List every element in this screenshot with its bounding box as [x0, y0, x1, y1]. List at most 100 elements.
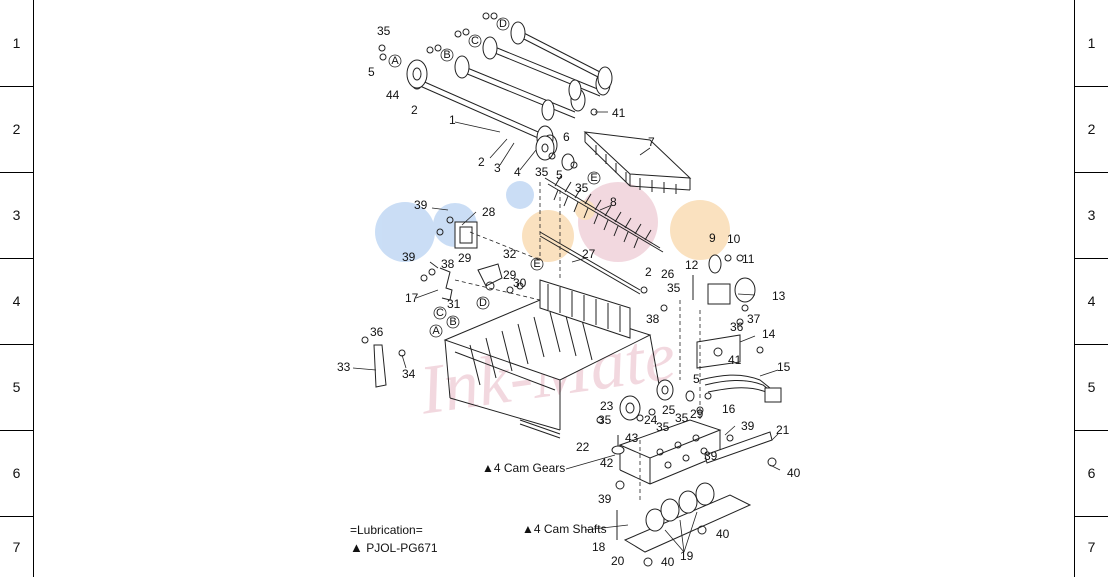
- part-label: 29: [690, 407, 704, 421]
- shaft-a: [410, 68, 558, 156]
- pulley-4: [535, 135, 555, 161]
- part-label: 36: [730, 320, 744, 334]
- part-label: 19: [680, 549, 694, 563]
- lubrication-title: =Lubrication=: [350, 523, 423, 537]
- part-label: 7: [648, 135, 655, 149]
- part-label: 40: [787, 466, 801, 480]
- part-label: 36: [370, 325, 384, 339]
- part-label: 25: [662, 403, 676, 417]
- part-label: 16: [722, 402, 736, 416]
- part-label: 23: [600, 399, 614, 413]
- triangle-icon: ▲: [350, 540, 363, 555]
- alignment-lines: [454, 182, 701, 500]
- row-number: 2: [1075, 86, 1108, 173]
- row-number: 4: [0, 258, 33, 345]
- bracket-14: [696, 334, 741, 369]
- row-number: 3: [1075, 172, 1108, 259]
- part-label: 10: [727, 232, 741, 246]
- part-label: 15: [777, 360, 791, 374]
- part-label: 32: [503, 247, 517, 261]
- gear-5: [685, 390, 695, 402]
- row-number: 5: [0, 344, 33, 431]
- part-label: 2: [411, 103, 418, 117]
- circle-letter: D: [499, 18, 507, 30]
- arm-33: [373, 344, 406, 388]
- part-label: 42: [600, 456, 614, 470]
- lubrication-code-row: ▲ PJOL-PG671: [350, 539, 438, 557]
- circle-letter: B: [443, 49, 450, 61]
- part-label: 33: [337, 360, 351, 374]
- harness-15: [699, 374, 782, 403]
- row-number: 2: [0, 86, 33, 173]
- row-number: 6: [1075, 430, 1108, 517]
- part-label: 28: [482, 205, 496, 219]
- rod-27: [539, 231, 641, 295]
- part-label: 5: [368, 65, 375, 79]
- circle-letter: E: [590, 172, 597, 184]
- shaft-b: [454, 55, 586, 121]
- part-label: 40: [716, 527, 730, 541]
- part-label: 9: [709, 231, 716, 245]
- shaft-c: [482, 36, 611, 101]
- part-label: 39: [414, 198, 428, 212]
- bracket-32: [477, 263, 503, 291]
- circle-letter: E: [533, 258, 540, 270]
- part-label: 17: [405, 291, 419, 305]
- part-label: 35: [377, 24, 391, 38]
- shaft-d: [510, 21, 613, 90]
- part-label: 13: [772, 289, 786, 303]
- part-label: 35: [656, 420, 670, 434]
- part-label: 11: [742, 252, 755, 266]
- part-label: 39: [741, 419, 755, 433]
- part-label: 35: [675, 411, 689, 425]
- circle-letter: B: [449, 316, 456, 328]
- cam-assembly-19: [623, 482, 752, 553]
- screw-42: [611, 435, 625, 455]
- motor-13: [707, 254, 756, 305]
- row-number: 7: [1087, 538, 1096, 555]
- row-number: 1: [1075, 0, 1108, 87]
- row-number: 1: [0, 0, 33, 87]
- part-label: 6: [563, 130, 570, 144]
- part-label: 38: [441, 257, 455, 271]
- part-label: 22: [576, 440, 590, 454]
- part-label: 4: [514, 165, 521, 179]
- part-label: 3: [494, 161, 501, 175]
- part-label: 35: [598, 413, 612, 427]
- part-label: 27: [582, 247, 596, 261]
- part-label: 5: [556, 168, 563, 182]
- blade-shaft-8: [544, 175, 664, 253]
- part-label: 39: [402, 250, 416, 264]
- part-label: 39: [598, 492, 612, 506]
- part-label: 43: [625, 431, 639, 445]
- part-label: 26: [661, 267, 675, 281]
- part-label: 12: [685, 258, 699, 272]
- main-frame: [443, 279, 661, 439]
- part-label: 31: [447, 297, 461, 311]
- circled-letters: [388, 17, 601, 338]
- row-number: 3: [0, 172, 33, 259]
- row-rail-right: 1 2 3 4 5 6 7: [1074, 0, 1108, 577]
- gear-25: [656, 379, 674, 401]
- part-label: 2: [478, 155, 485, 169]
- part-label: 20: [611, 554, 625, 568]
- part-label: 35: [575, 181, 589, 195]
- part-label: 41: [728, 353, 742, 367]
- part-label: 1: [449, 113, 456, 127]
- gear-23: [619, 395, 641, 421]
- part-label: 29: [503, 268, 517, 282]
- cam-shafts-note: ▲4 Cam Shafts: [522, 522, 607, 536]
- circle-letter: A: [391, 55, 399, 67]
- cam-gears-note: ▲4 Cam Gears: [482, 461, 565, 475]
- leader-lines: [352, 111, 781, 553]
- part-label: 8: [610, 195, 617, 209]
- row-number: 5: [1075, 344, 1108, 431]
- part-label: 35: [667, 281, 681, 295]
- row-rail-left: 1 2 3 4 5 6 7: [0, 0, 34, 577]
- solenoid-28: [436, 216, 478, 249]
- lever-17: [420, 267, 453, 301]
- row-number: 4: [1075, 258, 1108, 345]
- part-label: 2: [645, 265, 652, 279]
